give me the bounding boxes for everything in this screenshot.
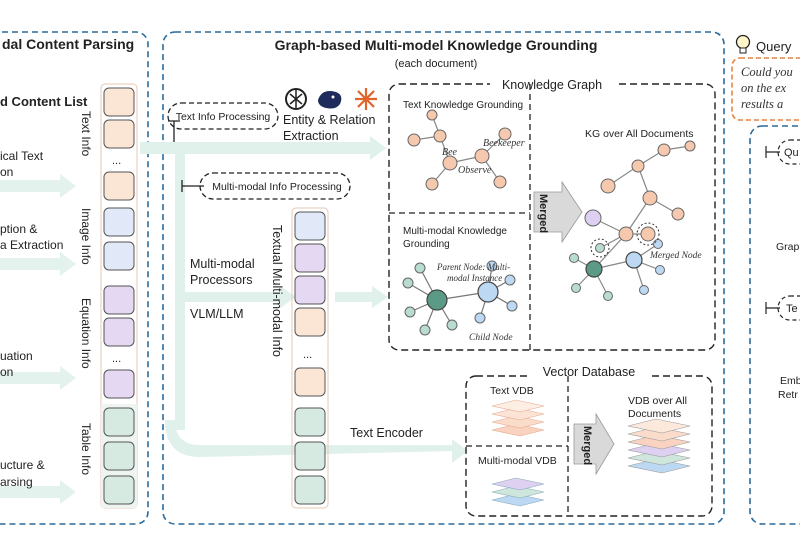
- parent-node-label-2: modal Instance: [447, 273, 502, 283]
- entity-relation-label-2: Extraction: [283, 129, 339, 143]
- right-emb-label: Emb: [780, 375, 800, 387]
- vdb-all-stack: [627, 418, 691, 474]
- vdb-title-bg: [530, 362, 648, 380]
- left-item-8: arsing: [0, 475, 33, 489]
- left-panel: [0, 31, 149, 525]
- deepseek-whale-icon: [318, 91, 342, 109]
- mm-vdb-stack: [491, 477, 545, 507]
- merged-kg-graph: [569, 140, 696, 301]
- mm-info-bracket: [181, 180, 204, 192]
- query-line-2: on the ex: [741, 81, 787, 95]
- text-info-processing-box: [167, 102, 279, 130]
- knowledge-graph-box: [388, 83, 716, 351]
- kg-merged-arrow: [533, 180, 583, 244]
- left-item-2: on: [0, 165, 13, 179]
- left-item-1: ical Text: [0, 149, 44, 163]
- right-te-label: Te: [786, 303, 798, 315]
- equation-info-ellipsis: ...: [112, 353, 121, 365]
- mm-vdb-label: Multi-modal VDB: [478, 455, 557, 467]
- table-info-blocks: [103, 407, 135, 505]
- textual-mm-blocks: [294, 211, 326, 505]
- vector-db-title: Vector Database: [543, 365, 635, 379]
- left-item-4: a Extraction: [0, 238, 63, 252]
- child-node-label: Child Node: [469, 333, 513, 343]
- middle-panel-title: Graph-based Multi-model Knowledge Ground…: [275, 37, 598, 53]
- table-info-label: Table Info: [79, 423, 93, 475]
- mm-processors-label-2: Processors: [190, 273, 253, 287]
- image-info-blocks: [103, 207, 135, 271]
- lightbulb-icon: [735, 34, 751, 54]
- textual-mm-stack-frame: [291, 207, 329, 509]
- left-item-7: ucture &: [0, 458, 45, 472]
- text-kg-label: Text Knowledge Grounding: [403, 100, 523, 111]
- text-info-ellipsis: ...: [112, 155, 121, 167]
- equation-info-label: Equation Info: [79, 298, 93, 369]
- right-qu-bracket: [765, 146, 780, 158]
- merged-node-label: Merged Node: [649, 251, 702, 261]
- query-line-1: Could you: [741, 65, 793, 79]
- kg-inner-split: [389, 84, 531, 350]
- vlm-llm-label: VLM/LLM: [190, 307, 244, 321]
- mm-kg-label-1: Multi-modal Knowledge: [403, 226, 507, 237]
- textual-mm-info-label: Textual Multi-modal Info: [270, 225, 284, 357]
- vdb-all-label-1: VDB over All: [628, 395, 687, 407]
- query-box: [731, 57, 800, 121]
- kg-merged-label: Merged: [537, 194, 549, 233]
- knowledge-graph-title: Knowledge Graph: [502, 78, 602, 92]
- text-vdb-label: Text VDB: [490, 385, 534, 397]
- equation-info-blocks: [103, 285, 135, 399]
- right-qu-label: Qu: [784, 147, 799, 159]
- claude-star-icon: [355, 88, 377, 110]
- text-encoder-label: Text Encoder: [350, 426, 423, 440]
- openai-icon: [285, 88, 307, 110]
- text-info-processing-label: Text Info Processing: [176, 111, 271, 123]
- mm-kg-label-2: Grounding: [403, 239, 450, 250]
- left-item-5: uation: [0, 349, 33, 363]
- textual-mm-ellipsis: ...: [303, 349, 312, 361]
- mm-processors-label-1: Multi-modal: [190, 257, 255, 271]
- bee-label: Bee: [442, 147, 458, 158]
- right-te-box: [777, 295, 800, 321]
- middle-panel-subtitle: (each document): [395, 58, 478, 70]
- beekeeper-label: Beekeeper: [483, 138, 525, 149]
- flow-arrows: [140, 136, 468, 463]
- left-arrows: [0, 174, 76, 504]
- text-vdb-stack: [491, 399, 545, 437]
- left-item-3: ption &: [0, 222, 37, 236]
- middle-panel: [162, 31, 725, 525]
- text-info-bracket: [168, 120, 180, 142]
- mm-info-processing-label: Multi-modal Info Processing: [212, 181, 342, 193]
- mm-kg-graph: [402, 260, 518, 336]
- left-panel-title: dal Content Parsing: [2, 36, 134, 52]
- right-qu-box: [777, 139, 800, 165]
- text-info-label: Text Info: [79, 111, 93, 157]
- entity-relation-label-1: Entity & Relation: [283, 113, 375, 127]
- vdb-merged-label: Merged: [581, 426, 593, 465]
- image-info-label: Image Info: [79, 208, 93, 265]
- right-te-bracket: [765, 302, 780, 314]
- query-line-3: results a: [741, 97, 783, 111]
- kg-title-bg: [490, 76, 615, 92]
- right-retr-label: Retr: [778, 389, 798, 401]
- vdb-all-label-2: Documents: [628, 408, 681, 420]
- vdb-inner-split: [466, 376, 569, 516]
- content-list-label: d Content List: [0, 94, 88, 109]
- right-panel: [749, 125, 800, 525]
- parent-node-label-1: Parent Node: Multi-: [436, 262, 510, 272]
- text-kg-graph: [407, 109, 512, 191]
- kg-all-label: KG over All Documents: [585, 128, 694, 140]
- left-item-6: on: [0, 365, 13, 379]
- right-graph-label: Graph: [776, 241, 800, 253]
- observe-label: Observe: [458, 165, 492, 176]
- text-info-blocks: [103, 87, 135, 201]
- query-title: Query: [756, 39, 792, 54]
- vdb-merged-arrow: [573, 412, 615, 476]
